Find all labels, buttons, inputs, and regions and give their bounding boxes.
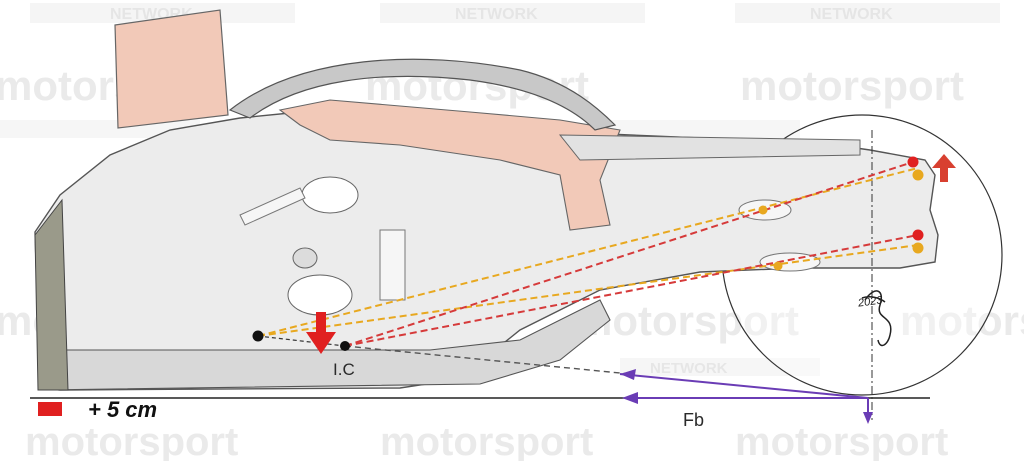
instant-centre-point bbox=[340, 341, 350, 351]
watermark-motorsport: motorsport bbox=[735, 420, 948, 461]
watermark-motorsport: motorsport bbox=[740, 62, 964, 109]
watermark-band bbox=[600, 120, 800, 138]
force-vectors bbox=[619, 369, 873, 424]
ic-link-line bbox=[257, 335, 346, 347]
pivot-point-old bbox=[252, 330, 264, 342]
watermark-motorsport: motorsport bbox=[900, 297, 1024, 344]
front-mesh bbox=[34, 198, 69, 391]
up-arrow-icon bbox=[932, 154, 956, 182]
pickup-point-red bbox=[912, 229, 924, 241]
watermark-network: NETWORK bbox=[455, 6, 538, 23]
watermark-motorsport: motorsport bbox=[25, 420, 238, 461]
watermark-network: NETWORK bbox=[810, 6, 893, 23]
vector-resultant bbox=[619, 373, 869, 399]
chassis-cutout bbox=[287, 274, 353, 316]
braking-force-label: Fb bbox=[683, 410, 705, 430]
pickup-point-yellow bbox=[758, 205, 768, 215]
yellow-link-line bbox=[257, 244, 919, 337]
watermark-band bbox=[30, 3, 295, 23]
watermark-band bbox=[620, 358, 820, 376]
red-link-line bbox=[344, 234, 919, 347]
watermark-band bbox=[380, 3, 645, 23]
legend-swatch-red bbox=[38, 402, 62, 416]
vector-head bbox=[620, 369, 636, 380]
offset-label: + 5 cm bbox=[88, 397, 158, 422]
watermark-motorsport: motorsport bbox=[575, 297, 799, 344]
chassis-cutout bbox=[292, 247, 318, 269]
chassis bbox=[34, 9, 939, 420]
halo bbox=[228, 58, 617, 131]
pickup-point-yellow bbox=[773, 261, 783, 271]
instant-centre-label: I.C bbox=[333, 360, 355, 379]
watermark-motorsport: motorsport bbox=[380, 420, 593, 461]
chassis-floor bbox=[39, 299, 611, 391]
signature-icon bbox=[861, 290, 892, 347]
watermark-network: NETWORK bbox=[650, 360, 728, 377]
suspension-lines bbox=[257, 161, 919, 375]
side-panel bbox=[379, 229, 406, 301]
watermark-band bbox=[735, 3, 1000, 23]
vector-head bbox=[622, 392, 638, 404]
side-panel bbox=[239, 187, 306, 226]
chassis-cutout bbox=[301, 176, 359, 214]
red-link-line bbox=[344, 161, 914, 347]
anti-line bbox=[344, 345, 631, 375]
down-arrow-icon bbox=[306, 312, 336, 354]
vector-head bbox=[863, 412, 873, 424]
cockpit-shell bbox=[278, 99, 621, 231]
engine-cover bbox=[558, 134, 861, 161]
roll-hoop-shell bbox=[114, 9, 229, 129]
pickup-point-red bbox=[907, 156, 919, 168]
pickup-point-yellow bbox=[912, 242, 924, 254]
pickup-point-yellow bbox=[912, 169, 924, 181]
